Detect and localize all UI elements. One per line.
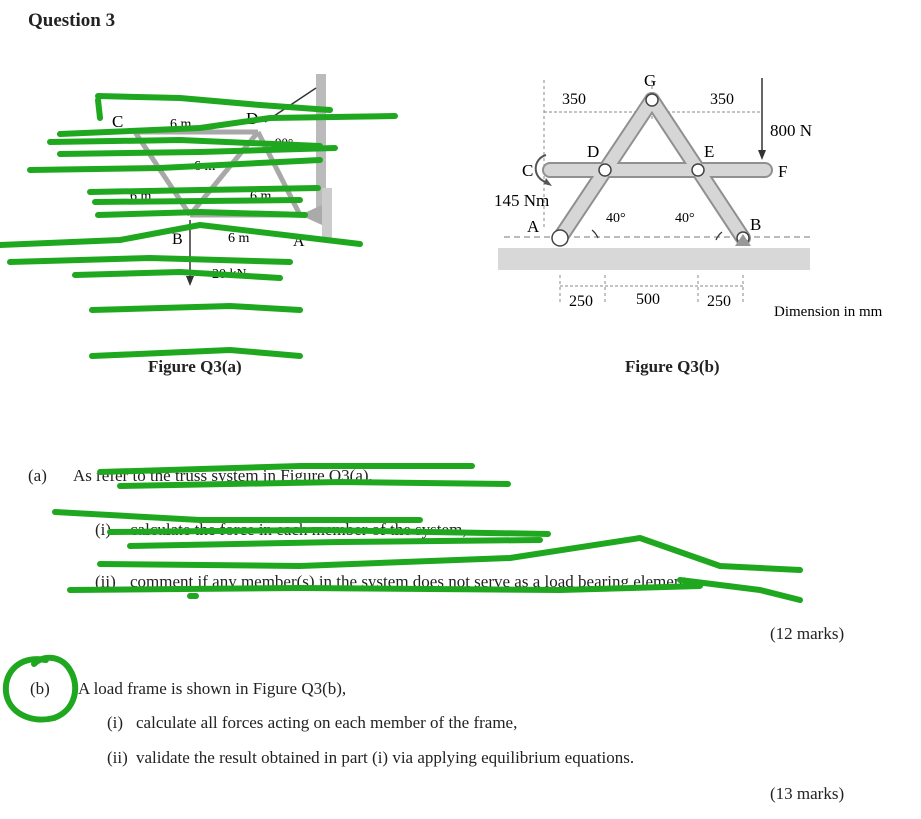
moment-label: 145 Nm	[494, 191, 549, 210]
part-a-label: (a)	[28, 466, 47, 485]
force-arrowhead	[758, 150, 766, 160]
angle-left: 40°	[606, 211, 626, 226]
moment-arrowhead	[544, 178, 552, 186]
figure-b-frame: 350 350 G D E C F A B	[494, 71, 883, 320]
bottom-dim-2: 500	[636, 291, 660, 308]
load-arrowhead	[186, 276, 194, 286]
node-label-d: D	[246, 109, 258, 128]
point-label-e: E	[704, 142, 714, 161]
point-label-c: C	[522, 161, 533, 180]
part-a-item-1-num: (i)	[95, 520, 112, 539]
unit-note: Dimension in mm	[774, 304, 883, 320]
point-label-d: D	[587, 142, 599, 161]
part-a-intro: As refer to the truss system in Figure Q…	[73, 466, 373, 485]
dim-label-top: 6 m	[170, 117, 192, 132]
part-a-item-2-num: (ii)	[95, 572, 116, 591]
part-a-item-1-text: calculate the force in each member of th…	[130, 520, 467, 539]
bottom-dim-3: 250	[707, 293, 731, 310]
figure-a-caption: Figure Q3(a)	[148, 357, 242, 376]
roller-b	[735, 234, 751, 246]
support-a	[300, 205, 322, 225]
point-label-a: A	[527, 217, 540, 236]
bottom-dimension-lines	[559, 275, 744, 304]
node-label-a: A	[293, 233, 305, 250]
dim-label-left: 6 m	[130, 189, 152, 204]
figure-b-caption: Figure Q3(b)	[625, 357, 720, 376]
cable-d	[264, 87, 317, 123]
angle-right: 40°	[675, 211, 695, 226]
part-a-marks: (12 marks)	[770, 624, 845, 643]
dim-label-inner-right: 6 m	[250, 189, 272, 204]
part-b-item-2-num: (ii)	[107, 748, 128, 767]
force-label: 800 N	[770, 121, 812, 140]
node-label-c: C	[112, 112, 123, 131]
node-label-b: B	[172, 231, 183, 248]
angle-label: 90°	[275, 135, 293, 150]
scribble-stroke	[127, 537, 543, 549]
part-b-intro: A load frame is shown in Figure Q3(b),	[78, 679, 347, 698]
part-a-item-2-text: comment if any member(s) in the system d…	[130, 572, 692, 591]
scribble-stroke	[677, 577, 803, 603]
point-label-f: F	[778, 162, 787, 181]
question-title: Question 3	[28, 10, 116, 31]
scribble-stroke	[52, 509, 423, 523]
part-b-item-1-num: (i)	[107, 713, 124, 732]
part-b-item-1-text: calculate all forces acting on each memb…	[136, 713, 518, 732]
part-b-marks: (13 marks)	[770, 784, 845, 803]
dim-label-inner-left: 6 m	[194, 159, 216, 174]
top-dim-1: 350	[562, 91, 586, 108]
load-label: 20 kN	[212, 267, 247, 282]
ground-hatch	[498, 248, 810, 270]
part-b-item-2-text: validate the result obtained in part (i)…	[136, 748, 635, 767]
angle-arc-right	[715, 231, 723, 241]
point-label-b: B	[750, 215, 761, 234]
part-b-label: (b)	[30, 679, 50, 698]
moment-arc	[534, 154, 547, 183]
dim-label-bottom: 6 m	[228, 231, 250, 246]
point-label-g: G	[644, 71, 656, 90]
angle-arc-left	[591, 229, 599, 239]
bottom-dim-1: 250	[569, 293, 593, 310]
figure-a-truss: C D B A 6 m 6 m 6 m 6 m 6 m 90° 20 kN	[112, 74, 332, 286]
top-dim-2: 350	[710, 91, 734, 108]
scribble-stroke	[97, 535, 803, 573]
wall-a	[322, 188, 332, 238]
